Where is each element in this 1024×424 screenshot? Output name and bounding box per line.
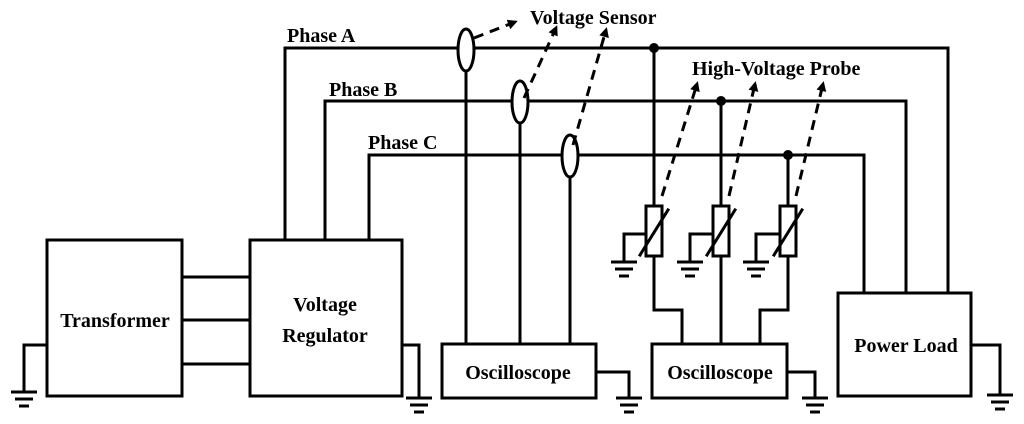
ground-oscilloscope-2 [785,370,830,414]
phase-c-label: Phase C [368,132,437,154]
hv-probe-a [609,46,684,346]
ground-transformer [9,343,49,408]
sensor-clamp-b [510,79,530,125]
oscilloscope-1-box [440,342,598,400]
sensor-clamp-a [456,27,476,73]
oscilloscope-1-label: Oscilloscope [465,362,571,384]
regulator-label-line1: Voltage [293,294,357,316]
probe-arrow-b [727,81,759,197]
phase-c-wire [367,153,866,295]
phase-a-wire [283,46,950,295]
phase-b-wire [323,99,908,295]
probe-arrow-a [660,81,700,197]
hv-probe-b [675,99,738,346]
voltage-regulator-box [248,238,404,398]
hv-probe-c [741,153,805,346]
hv-probe-label: High-Voltage Probe [692,58,860,80]
probe-arrow-c [794,81,827,197]
ground-oscilloscope-1 [594,370,644,414]
power-load-box [836,291,973,398]
ground-power-load [969,343,1015,411]
power-load-label: Power Load [854,335,958,357]
transformer-box [45,238,184,398]
voltage-sensor-label: Voltage Sensor [530,7,657,29]
oscilloscope-2-label: Oscilloscope [667,362,773,384]
sensor-arrow-c [571,27,609,146]
phase-b-label: Phase B [329,79,397,101]
sensor-arrow-b [522,25,558,99]
oscilloscope-2-box [650,342,789,400]
regulator-label-line2: Regulator [282,325,368,347]
phase-a-label: Phase A [287,25,356,47]
transformer-label: Transformer [60,310,170,332]
ground-regulator [400,343,434,414]
sensor-arrow-a [473,19,518,40]
